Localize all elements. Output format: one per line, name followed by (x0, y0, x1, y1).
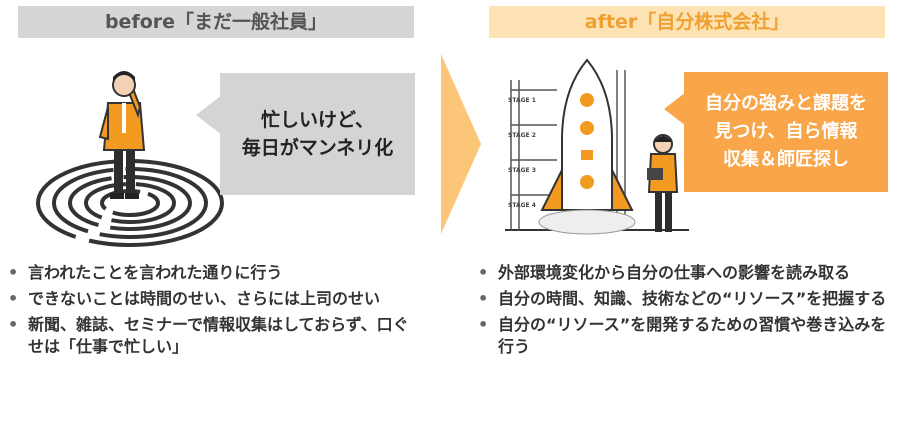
bullet-icon: • (478, 315, 489, 334)
list-item: •新聞、雑誌、セミナーで情報収集はしておらず、口ぐせは「仕事で忙しい」 (8, 315, 409, 356)
stage-label: STAGE 1 (508, 97, 536, 104)
bullet-icon: • (8, 263, 19, 282)
stage-label: STAGE 3 (508, 167, 536, 174)
list-item: •外部環境変化から自分の仕事への影響を読み取る (478, 263, 851, 282)
maze-illustration (36, 71, 224, 247)
after-speech-bubble: 自分の強みと課題を 見つけ、自ら情報 収集＆師匠探し (684, 72, 888, 192)
bullet-icon: • (8, 315, 19, 334)
stage-label: STAGE 4 (508, 202, 536, 209)
after-header: after「自分株式会社」 (489, 6, 885, 38)
before-header: before「まだ一般社員」 (18, 6, 414, 38)
list-item: •自分の“リソース”を開発するための習慣や巻き込みを行う (478, 315, 887, 356)
before-point-list: •言われたことを言われた通りに行う •できないことは時間のせい、さらには上司のせ… (6, 262, 418, 362)
bullet-icon: • (478, 289, 489, 308)
rocket-illustration (505, 58, 689, 235)
person-figure (98, 71, 146, 199)
list-item: •できないことは時間のせい、さらには上司のせい (8, 289, 381, 308)
before-speech-bubble: 忙しいけど、 毎日がマンネリ化 (220, 73, 415, 195)
after-point-list: •外部環境変化から自分の仕事への影響を読み取る •自分の時間、知識、技術などの“… (476, 262, 896, 362)
bullet-icon: • (478, 263, 489, 282)
rocket-stage-labels: STAGE 1 STAGE 2 STAGE 3 STAGE 4 (508, 83, 556, 223)
stage-label: STAGE 2 (508, 132, 536, 139)
after-bubble-tail (664, 92, 686, 126)
list-item: •自分の時間、知識、技術などの“リソース”を把握する (478, 289, 887, 308)
before-bubble-tail (196, 95, 222, 135)
bullet-icon: • (8, 289, 19, 308)
person-with-tablet (647, 134, 679, 232)
transition-arrow-icon (441, 54, 481, 234)
list-item: •言われたことを言われた通りに行う (8, 263, 283, 282)
